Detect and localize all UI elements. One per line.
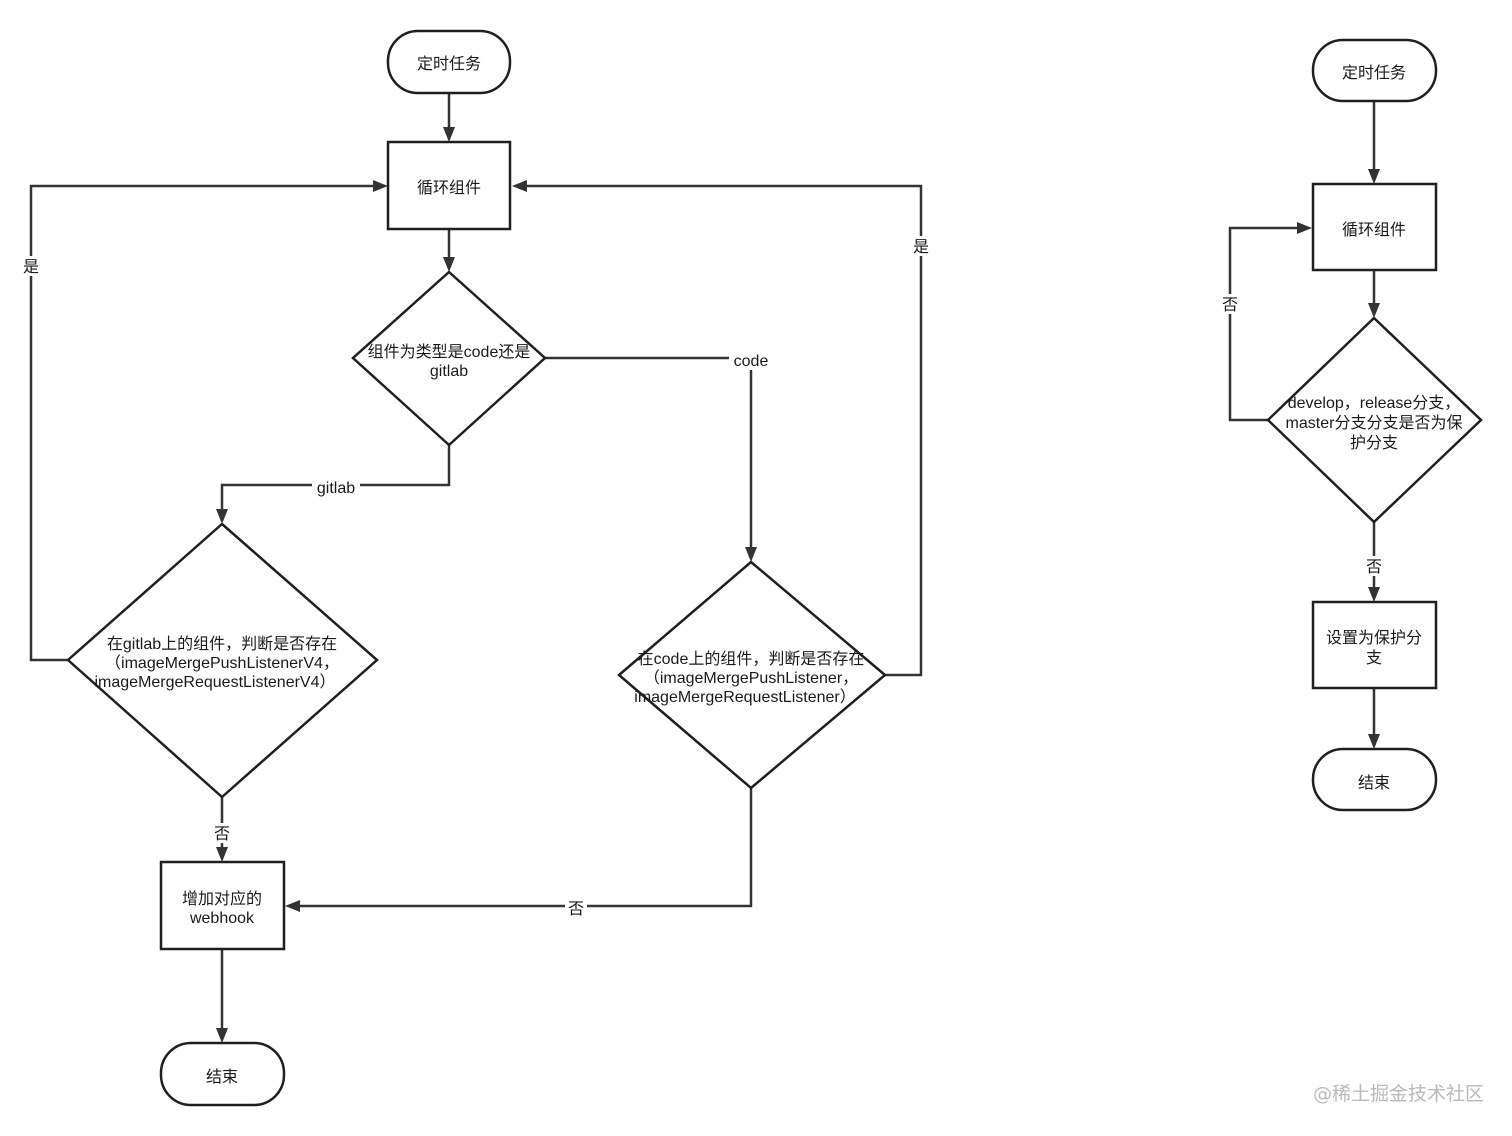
node-left-gitlab-decision: 在gitlab上的组件，判断是否存在 （imageMergePushListen… [66,522,379,799]
svg-text:是: 是 [23,259,39,276]
svg-text:设置为保护分: 设置为保护分 [1326,629,1422,647]
edge-loop-to-type [443,229,455,272]
edge-r-loop-to-check [1368,270,1380,318]
svg-text:增加对应的: 增加对应的 [182,889,262,908]
edge-label-to-code: code [729,350,773,370]
node-left-code-decision: 在code上的组件，判断是否存在 （imageMergePushListener… [617,560,887,790]
svg-text:在gitlab上的组件，判断是否存在: 在gitlab上的组件，判断是否存在 [107,635,337,653]
edge-label-r-check-no: 否 [1363,556,1385,576]
svg-text:结束: 结束 [206,1068,238,1086]
svg-text:定时任务: 定时任务 [1342,64,1406,82]
node-right-protect-decision: develop，release分支， master分支分支是否为保 护分支 [1266,316,1483,524]
svg-text:（imageMergePushListener，: （imageMergePushListener， [644,669,858,687]
edge-label-r-loop-no: 否 [1219,294,1241,314]
edge-label-gitlab-no: 否 [211,823,233,843]
svg-text:否: 否 [1222,297,1238,314]
node-right-loop: 循环组件 [1311,182,1438,272]
svg-text:循环组件: 循环组件 [1342,221,1406,239]
node-left-start: 定时任务 [386,29,512,95]
edge-label-to-gitlab: gitlab [312,477,360,497]
edge-r-check-no-loop-back [1228,222,1312,422]
node-left-loop: 循环组件 [386,140,512,231]
edge-label-code-yes: 是 [910,236,932,256]
svg-text:否: 否 [1366,559,1382,576]
svg-text:（imageMergePushListenerV4，: （imageMergePushListenerV4， [105,654,339,672]
edge-code-no-to-add [285,788,753,912]
edge-add-to-end [216,949,228,1043]
watermark: @稀土掘金技术社区 [1312,1083,1484,1105]
svg-text:否: 否 [568,901,584,918]
edge-r-start-to-loop [1368,101,1380,184]
svg-text:code: code [734,353,769,370]
node-right-end: 结束 [1311,747,1438,812]
svg-text:imageMergeRequestListener）: imageMergeRequestListener） [634,688,855,706]
edge-code-yes-loop-back [512,180,923,677]
svg-text:结束: 结束 [1358,774,1390,792]
svg-text:master分支分支是否为保: master分支分支是否为保 [1286,414,1463,432]
node-right-set-protected: 设置为保护分 支 [1311,600,1438,690]
node-left-type-decision: 组件为类型是code还是 gitlab [351,270,547,447]
edge-label-gitlab-yes: 是 [20,256,42,276]
edge-start-to-loop [443,93,455,142]
edge-type-to-code-check [545,356,757,562]
node-left-end: 结束 [159,1041,286,1107]
svg-text:是: 是 [913,239,929,256]
svg-text:定时任务: 定时任务 [417,55,481,73]
svg-text:组件为类型是code还是: 组件为类型是code还是 [368,343,531,361]
svg-text:gitlab: gitlab [430,363,468,380]
svg-text:在code上的组件，判断是否存在: 在code上的组件，判断是否存在 [638,650,865,668]
svg-text:imageMergeRequestListenerV4）: imageMergeRequestListenerV4） [94,673,335,691]
svg-text:护分支: 护分支 [1350,434,1398,452]
svg-text:gitlab: gitlab [317,480,355,497]
node-right-start: 定时任务 [1311,38,1438,103]
svg-text:webhook: webhook [189,910,255,927]
edge-r-set-to-end [1368,688,1380,749]
svg-text:develop，release分支，: develop，release分支， [1288,394,1461,412]
svg-text:循环组件: 循环组件 [417,179,481,197]
node-left-add-webhook: 增加对应的 webhook [159,860,286,951]
svg-text:否: 否 [214,826,230,843]
svg-text:支: 支 [1366,649,1382,667]
edge-gitlab-yes-loop-back [29,180,388,662]
edge-label-code-no: 否 [565,898,587,918]
